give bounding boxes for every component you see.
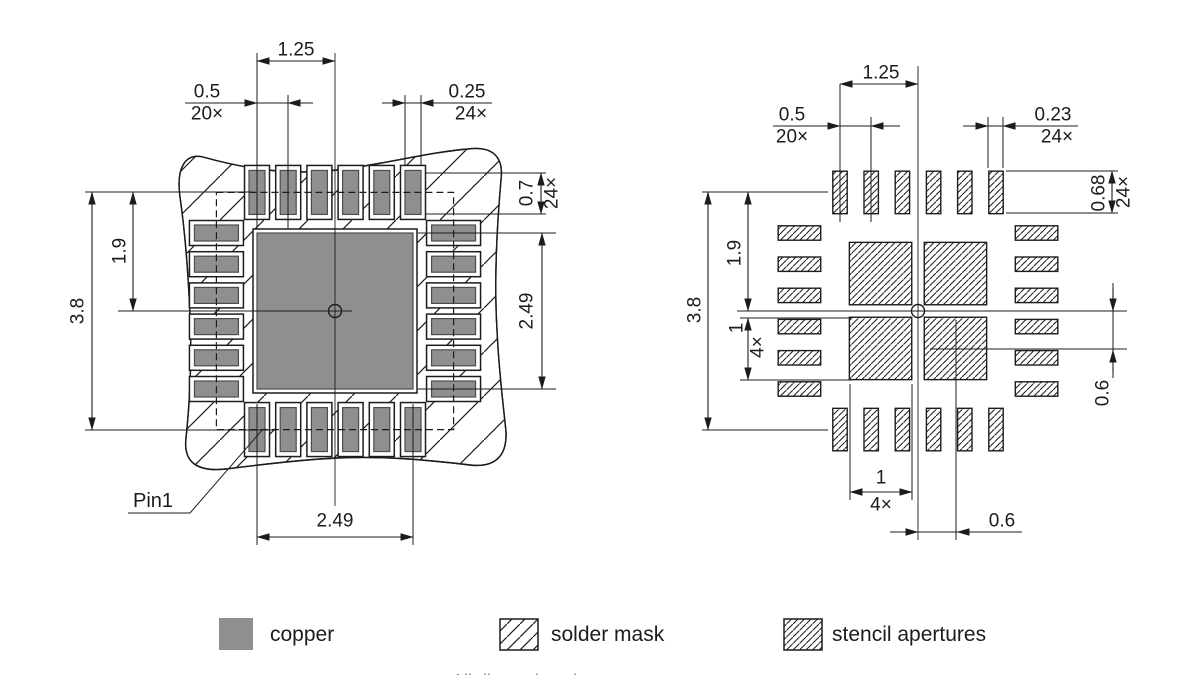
legend-swatches [219, 618, 823, 651]
dim-right-pitch-count: 20× [775, 126, 809, 148]
dim-right-quad-offset-x: 0.6 [988, 510, 1016, 532]
stencil-aperture [988, 407, 1004, 452]
dim-right-aperture-width: 0.23 [1034, 104, 1072, 126]
dim-right-quad-width-count: 4× [870, 494, 892, 516]
stencil-aperture [925, 170, 942, 215]
right-view-stencil-apertures [777, 170, 1059, 452]
dim-right-quad-width: 1 [875, 467, 887, 489]
legend-copper-label: copper [270, 623, 335, 646]
dim-right-quad-height: 1 [726, 322, 748, 334]
dim-right-quad-offset-y: 0.6 [1092, 379, 1114, 407]
stencil-aperture [956, 407, 973, 452]
dim-right-outer-span: 3.8 [684, 296, 706, 324]
right-view-dimension-lines [702, 66, 1127, 540]
center-quadrant-aperture [848, 316, 913, 381]
stencil-aperture [777, 287, 822, 304]
stencil-aperture [956, 170, 973, 215]
dim-left-pad-length: 0.7 [516, 179, 538, 207]
dim-left-center-pad-height: 2.49 [516, 292, 538, 330]
dim-right-pitch: 0.5 [778, 104, 806, 126]
dim-right-aperture-length-count: 24× [1113, 175, 1135, 209]
stencil-aperture [777, 225, 822, 241]
dim-left-pad-width: 0.25 [448, 81, 486, 103]
legend-stencil-label: stencil apertures [832, 623, 987, 646]
dim-left-pad-length-count: 24× [541, 176, 563, 210]
dim-left-pitch-count: 20× [190, 103, 224, 125]
stencil-aperture [1014, 381, 1059, 397]
dim-left-center-to-row: 1.9 [109, 237, 131, 265]
stencil-aperture [777, 349, 822, 366]
stencil-aperture [777, 381, 822, 397]
dim-right-pitch-group: 1.25 [862, 62, 900, 84]
stencil-aperture [1014, 287, 1059, 304]
stencil-aperture [988, 170, 1004, 215]
stencil-aperture [863, 407, 880, 452]
dim-right-aperture-length: 0.68 [1088, 174, 1110, 212]
stencil-aperture [777, 318, 822, 335]
stencil-aperture [1014, 256, 1059, 273]
left-view-dimension-lines [85, 53, 556, 545]
center-quadrant-aperture [923, 241, 988, 306]
stencil-aperture [1014, 349, 1059, 366]
center-quadrant-aperture [848, 241, 913, 306]
dim-left-pitch-group: 1.25 [277, 39, 315, 61]
dim-left-pad-width-count: 24× [454, 103, 488, 125]
center-quadrant-aperture [923, 316, 988, 381]
stencil-aperture [1014, 225, 1059, 241]
solder-mask-swatch [499, 618, 539, 651]
dim-right-center-to-row: 1.9 [724, 239, 746, 267]
dim-left-pitch: 0.5 [193, 81, 221, 103]
stencil-aperture [894, 407, 911, 452]
dim-right-aperture-width-count: 24× [1040, 126, 1074, 148]
caption-dimensions-note: All dimensions in mm [452, 671, 622, 675]
stencil-apertures-swatch [783, 618, 823, 651]
stencil-aperture [1014, 318, 1059, 335]
pin1-label: Pin1 [132, 490, 174, 512]
copper-swatch [219, 618, 253, 650]
stencil-aperture [925, 407, 942, 452]
dim-left-center-pad-width: 2.49 [316, 510, 354, 532]
legend-solder-mask-label: solder mask [551, 623, 665, 646]
dim-left-outer-span: 3.8 [67, 297, 89, 325]
stencil-aperture [894, 170, 911, 215]
stencil-aperture [832, 407, 848, 452]
stencil-aperture [777, 256, 822, 273]
dim-right-quad-height-count: 4× [747, 336, 769, 358]
